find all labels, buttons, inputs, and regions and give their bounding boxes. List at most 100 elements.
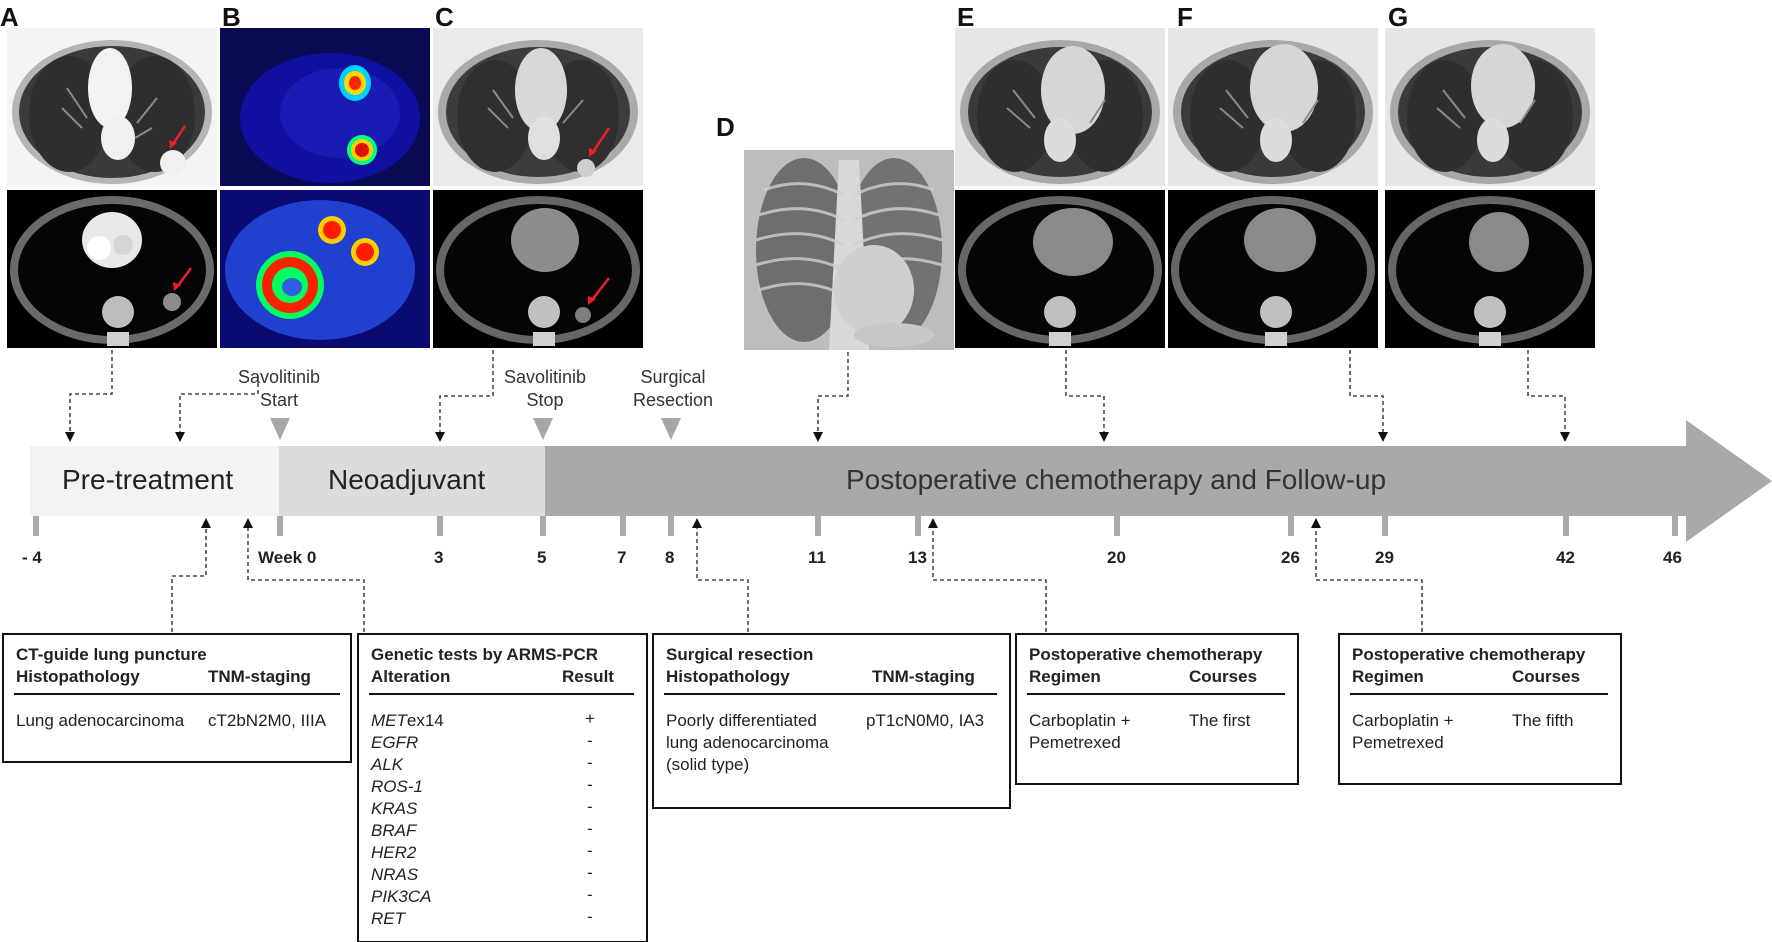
ct-guide-col-histopathology: Histopathology [16, 667, 140, 686]
surgical-tnm-value: pT1cN0M0, IA3 [866, 711, 985, 730]
tick-week-42 [1563, 516, 1569, 536]
gene-name: ALK [371, 755, 404, 774]
genetic-rule [369, 693, 634, 695]
panel-c-lung-window-ct [433, 28, 643, 186]
ct-guide-tnm-value: cT2bN2M0, IIIA [208, 711, 327, 730]
genetic-title: Genetic tests by ARMS-PCR [371, 645, 599, 664]
annotation-savolitinib-stop: Savolitinib Stop [490, 366, 600, 412]
panel-b-pet-lower [220, 190, 430, 348]
annotation-stop-line2: Stop [526, 390, 564, 410]
genetic-col-alteration: Alteration [371, 667, 451, 686]
genetic-tests-box: Genetic tests by ARMS-PCR Alteration Res… [357, 633, 648, 942]
annotation-savolitinib-start: Savolitinib Start [224, 366, 334, 412]
tick-week-26 [1288, 516, 1294, 536]
phase-label-neoadjuvant: Neoadjuvant [328, 464, 486, 495]
chemo-first-title: Postoperative chemotherapy [1029, 645, 1263, 664]
annotation-start-line1: Savolitinib [237, 367, 321, 387]
chemo-first-regimen-line2: Pemetrexed [1029, 733, 1121, 752]
panel-letter-f: F [1177, 2, 1193, 32]
tick-week-46 [1672, 516, 1678, 536]
ct-guide-histology-value: Lung adenocarcinoma [16, 711, 185, 730]
panel-f-mediastinal-ct [1168, 190, 1378, 348]
chemo-first-col-courses: Courses [1189, 667, 1258, 686]
chemo-fifth-rule [1350, 693, 1608, 695]
tick-week-minus4 [33, 516, 39, 536]
surgical-resection-box: Surgical resection Histopathology TNM-st… [652, 633, 1011, 809]
genetic-row-result: - [587, 907, 593, 926]
annotation-resection-line1: Surgical [640, 367, 706, 387]
surgical-title: Surgical resection [666, 645, 814, 664]
start-marker-triangle [270, 418, 290, 440]
pre-treatment-band [30, 446, 279, 516]
chemo-fifth-title: Postoperative chemotherapy [1352, 645, 1586, 664]
surgical-histology-line2: lung adenocarcinoma [666, 733, 829, 752]
tick-week-3 [437, 516, 443, 536]
week-label-42: 42 [1556, 548, 1575, 567]
panel-letter-c: C [435, 2, 454, 32]
annotation-resection-line2: Resection [632, 390, 714, 410]
gene-name: RET [371, 909, 405, 928]
ct-guide-rule [14, 693, 340, 695]
tick-week-8 [668, 516, 674, 536]
phase-label-postoperative: Postoperative chemotherapy and Follow-up [846, 464, 1387, 495]
genetic-row-result: + [585, 709, 595, 728]
surgical-rule [664, 693, 997, 695]
resection-marker-triangle [661, 418, 681, 440]
panel-a-lung-window-ct [7, 28, 217, 186]
ct-guide-title: CT-guide lung puncture [16, 645, 207, 664]
gene-name: NRAS [371, 865, 419, 884]
surgical-col-histopathology: Histopathology [666, 667, 790, 686]
panel-letter-e: E [957, 2, 975, 32]
chemo-fifth-col-regimen: Regimen [1352, 667, 1424, 686]
gene-name: MET [371, 711, 407, 730]
postoperative-arrow [545, 420, 1772, 542]
week-label-20: 20 [1107, 548, 1126, 567]
chemo-fifth-courses-value: The fifth [1512, 711, 1574, 730]
panel-e-lung-window-ct [955, 28, 1165, 186]
gene-name: BRAF [371, 821, 417, 840]
phase-label-pre-treatment: Pre-treatment [62, 464, 234, 495]
stop-marker-triangle [533, 418, 553, 440]
chemo-first-col-regimen: Regimen [1029, 667, 1101, 686]
chemo-first-rule [1027, 693, 1285, 695]
surgical-col-tnm: TNM-staging [872, 667, 975, 686]
panel-letter-a: A [0, 2, 19, 32]
genetic-row-result: - [587, 841, 593, 860]
week-label-0: Week 0 [258, 548, 317, 567]
panel-c-mediastinal-ct [433, 190, 643, 348]
chemo-fifth-box: Postoperative chemotherapy Regimen Cours… [1338, 633, 1622, 785]
panel-d-chest-xray [744, 150, 954, 350]
annotation-surgical-resection: Surgical Resection [618, 366, 728, 412]
annotation-start-line2: Start [259, 390, 298, 410]
annotation-stop-line1: Savolitinib [503, 367, 587, 387]
surgical-histology-line3: (solid type) [666, 755, 750, 774]
panel-g-lung-window-ct [1385, 28, 1595, 186]
panel-letter-g: G [1388, 2, 1409, 32]
chemo-fifth-regimen-line2: Pemetrexed [1352, 733, 1444, 752]
panel-e-mediastinal-ct [955, 190, 1165, 348]
genetic-row-result: - [587, 731, 593, 750]
genetic-row-result: - [587, 819, 593, 838]
tick-week-13 [915, 516, 921, 536]
week-label-3: 3 [434, 548, 444, 567]
gene-name: ROS-1 [371, 777, 423, 796]
ct-guide-col-tnm: TNM-staging [208, 667, 311, 686]
chemo-fifth-col-courses: Courses [1512, 667, 1581, 686]
week-label-29: 29 [1375, 548, 1394, 567]
genetic-row-result: - [587, 863, 593, 882]
gene-name: PIK3CA [371, 887, 432, 906]
week-label-11: 11 [808, 548, 826, 567]
week-label-minus4: - 4 [22, 548, 42, 567]
tick-week-5 [540, 516, 546, 536]
surgical-histology-line1: Poorly differentiated [666, 711, 817, 730]
week-label-7: 7 [617, 548, 627, 567]
chemo-first-regimen-line1: Carboplatin + [1029, 711, 1131, 730]
genetic-row-result: - [587, 797, 593, 816]
chemo-first-box: Postoperative chemotherapy Regimen Cours… [1015, 633, 1299, 785]
neoadjuvant-band [279, 446, 545, 516]
gene-suffix: ex14 [406, 711, 444, 730]
panel-b-pet-upper [220, 28, 430, 186]
gene-name: EGFR [371, 733, 419, 752]
